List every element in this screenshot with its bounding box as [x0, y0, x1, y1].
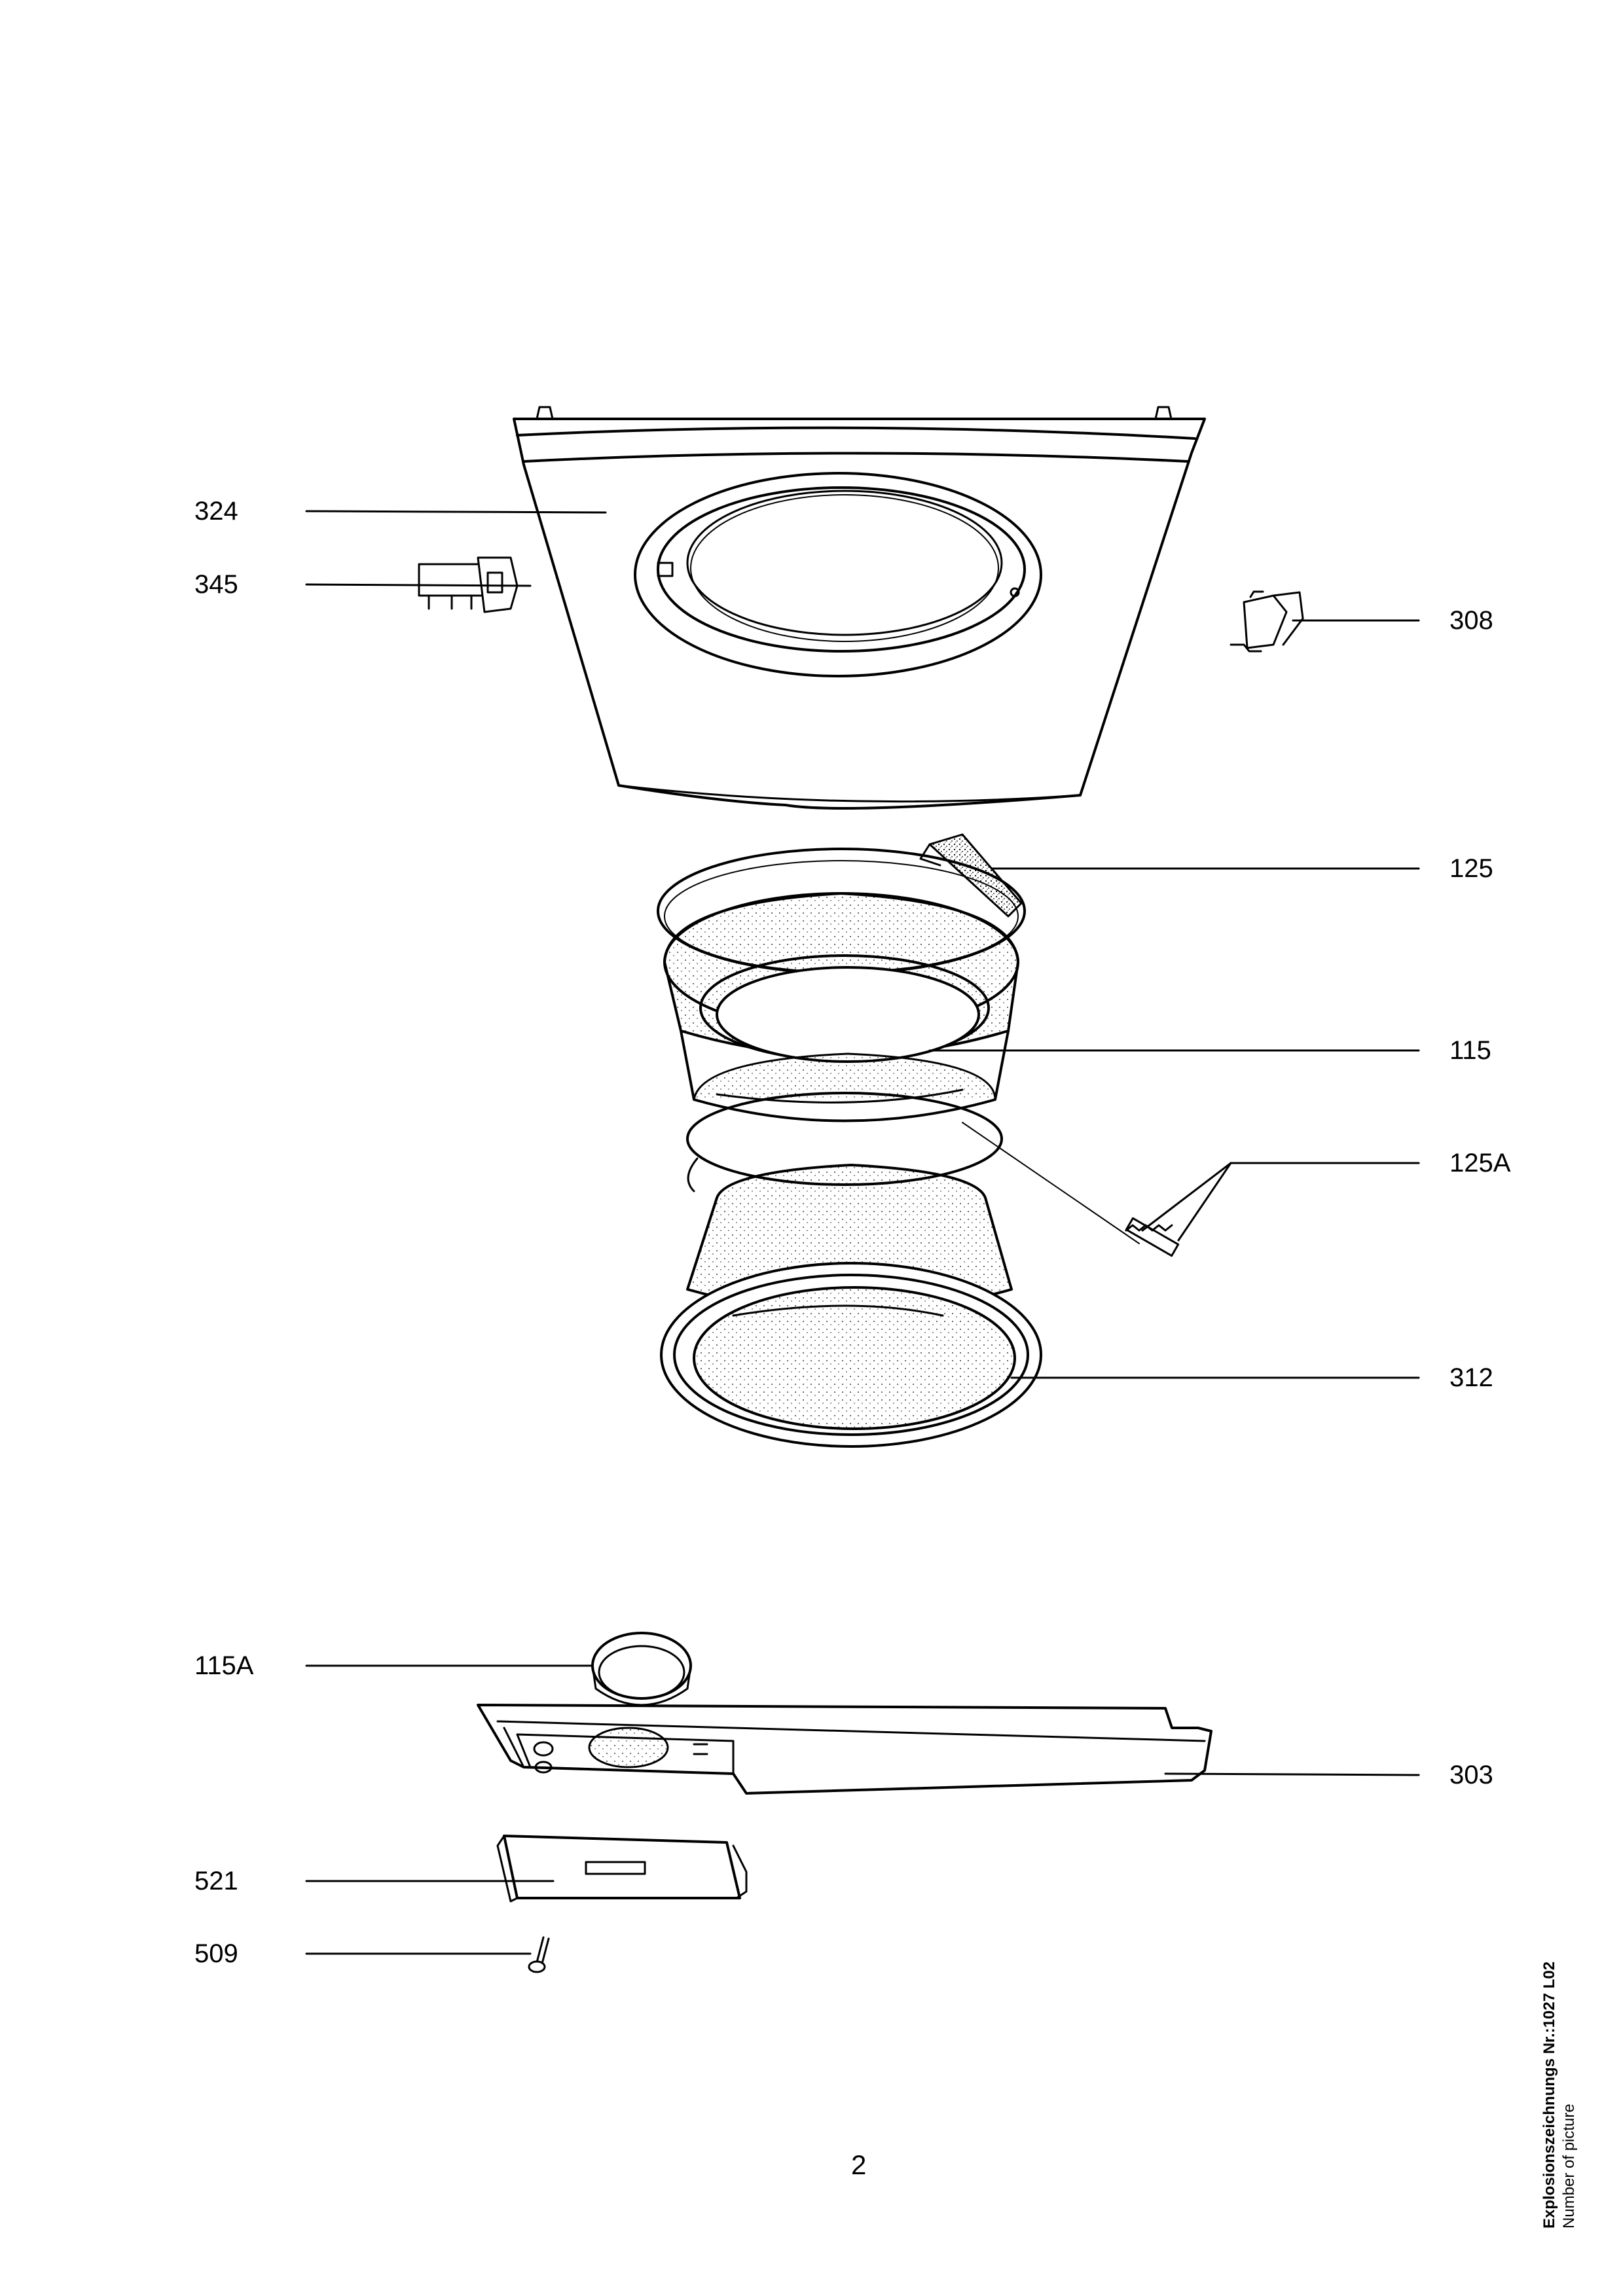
drawing-number-subtitle: Number of picture: [1560, 2104, 1578, 2229]
drawing-number-title: Explosionszeichnungs Nr.:1027 L02: [1541, 1961, 1558, 2229]
label-115: 115: [1450, 1036, 1491, 1065]
label-324: 324: [194, 497, 238, 526]
control-panel-part: [477, 1704, 1213, 1795]
door-seal-part: [663, 892, 1019, 1122]
label-308: 308: [1450, 606, 1493, 635]
screw-part: [528, 1936, 550, 1973]
drawing-number-block: Explosionszeichnungs Nr.:1027 L02 Number…: [1540, 1962, 1579, 2229]
label-345: 345: [194, 570, 238, 599]
label-115A: 115A: [194, 1651, 254, 1680]
hinge-part: [1230, 590, 1304, 653]
label-509: 509: [194, 1939, 238, 1968]
label-312: 312: [1450, 1363, 1493, 1392]
label-125A: 125A: [1450, 1149, 1511, 1177]
small-seal-ring-part: [591, 1632, 692, 1706]
drawer-front-part: [496, 1835, 748, 1903]
leader-lines: [305, 510, 1420, 1955]
page-number: 2: [851, 2149, 867, 2180]
label-125: 125: [1450, 854, 1493, 883]
label-303: 303: [1450, 1761, 1493, 1789]
door-trim-part: [660, 1164, 1042, 1448]
front-panel-part: [513, 406, 1206, 810]
label-521: 521: [194, 1867, 238, 1895]
